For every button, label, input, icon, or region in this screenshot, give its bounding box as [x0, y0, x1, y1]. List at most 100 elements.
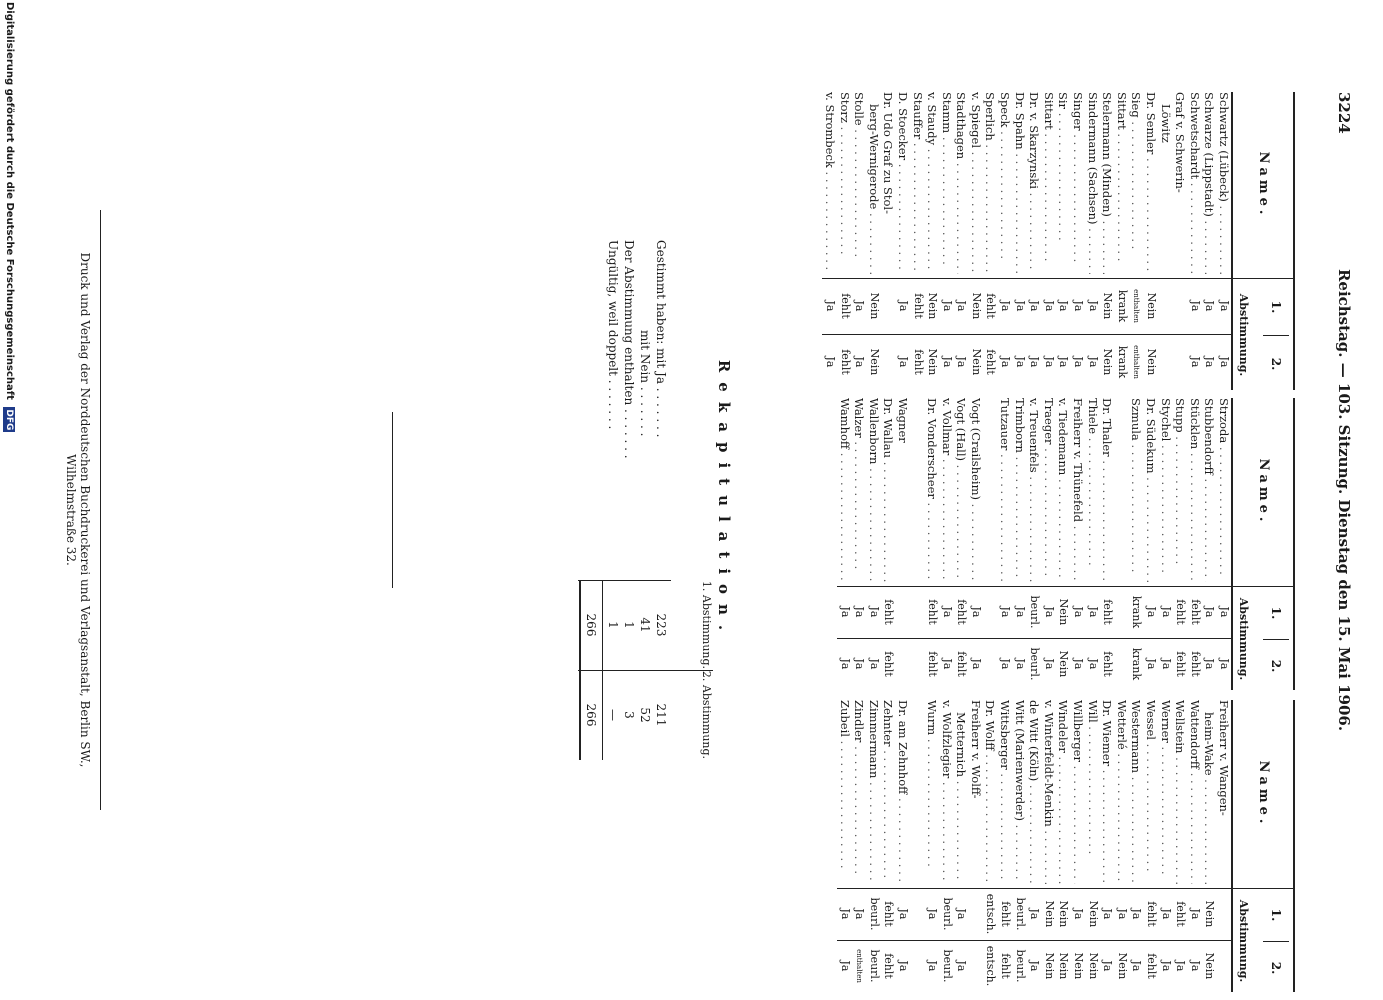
vote-1: Ja [1042, 300, 1056, 312]
vote-2: Nein [1115, 952, 1129, 980]
member-name: Wurm . . . . . . . . . . . . . . . . . . [925, 700, 940, 867]
member-name: Dr. Thaler . . . . . . . . . . . . . . .… [1100, 398, 1115, 582]
vote-1: Ja [1203, 300, 1217, 312]
vote-1: Nein [1057, 598, 1071, 626]
vote-2: fehlt [1101, 651, 1115, 677]
recap-label: mit Nein . . . . . . . [638, 330, 652, 437]
vote-2: Ja [1188, 356, 1202, 368]
vote1-header: 1. [1269, 908, 1283, 922]
recap-total-2: 266 [584, 703, 598, 727]
vote-2: Ja [838, 960, 852, 972]
vote-2: Ja [1130, 960, 1144, 972]
vote-2: Nein [1057, 952, 1071, 980]
vote-row: Szmula . . . . . . . . . . . . . . . . .… [1129, 398, 1144, 690]
vote-1: Ja [1086, 606, 1100, 618]
vote-1: Ja [1218, 300, 1231, 312]
vote-2: Ja [1145, 658, 1159, 670]
member-name: v. Staudy . . . . . . . . . . . . . . . … [925, 92, 940, 274]
vote-1: krank [1130, 595, 1144, 629]
member-name: Stelermann (Minden) . . . . . . . . . . … [1100, 92, 1115, 274]
vote2-header: 2. [1263, 335, 1289, 392]
member-name: Tutzauer . . . . . . . . . . . . . . . .… [998, 398, 1013, 582]
vote-label: Abstimmung. [1237, 293, 1250, 377]
vote-row: Walzer . . . . . . . . . . . . . . . . .… [852, 398, 866, 690]
vote2-header: 2. [1263, 941, 1289, 994]
page-title: Reichstag. — 103. Sitzung. Dienstag den … [1335, 268, 1353, 732]
vote-2: Ja [999, 658, 1013, 670]
vote-1: Ja [867, 606, 881, 618]
vote-2: Ja [1013, 356, 1027, 368]
vote-2: Ja [1072, 356, 1086, 368]
vote-2: Nein [1145, 348, 1159, 376]
member-name: v. Tiedemann . . . . . . . . . . . . . .… [1056, 398, 1071, 582]
vote-row: Dr. am Zehnhoff . . . . . . . . . . . . … [895, 700, 910, 992]
vote-header: 1. 2. Abstimmung. [1233, 888, 1293, 994]
vote-1: Ja [838, 908, 852, 920]
vote-row: Wallenborn . . . . . . . . . . . . . . .… [866, 398, 881, 690]
recap-label: Gestimmt haben: mit Ja . . . . . . . [654, 240, 668, 438]
vote-row: Sperlich . . . . . . . . . . . . . . . .… [983, 92, 998, 390]
vote-row: Metternich . . . . . . . . . . . . . . .… [954, 700, 969, 992]
member-name: Dr. Spahn . . . . . . . . . . . . . . . … [1012, 92, 1027, 274]
vote-row: Zindler . . . . . . . . . . . . . . . . … [852, 700, 867, 992]
vote-row: Zimmermann . . . . . . . . . . . . . . .… [866, 700, 881, 992]
vote-1: Ja [1013, 606, 1027, 618]
vote-row: Dr. Vonderscheer . . . . . . . . . . . .… [925, 398, 940, 690]
vote-1: beurl. [1028, 595, 1042, 629]
vote-1: Ja [853, 300, 867, 312]
member-name: Löwitz [1158, 104, 1173, 143]
member-name: Windeler . . . . . . . . . . . . . . . .… [1056, 700, 1071, 884]
recap-total-1: 266 [584, 613, 598, 637]
member-name: Traeger . . . . . . . . . . . . . . . . … [1041, 398, 1056, 577]
vote-2: Ja [1188, 960, 1202, 972]
vote-1: Ja [999, 300, 1013, 312]
vote-2: Ja [1057, 356, 1071, 368]
vote-header: 1.2.Abstimmung. [1233, 278, 1293, 392]
vote-1: Ja [853, 908, 867, 920]
vote-1: Ja [1101, 908, 1115, 920]
vote-row: Stychel . . . . . . . . . . . . . . . . … [1158, 398, 1173, 690]
vote-label: Abstimmung. [1237, 899, 1250, 983]
member-name: v. Spiegel . . . . . . . . . . . . . . .… [968, 92, 983, 274]
vote-1: Ja [1145, 606, 1159, 618]
vote-1: Ja [1013, 300, 1027, 312]
vote-1: entsch. [984, 893, 998, 935]
member-name: Wagner [895, 398, 910, 443]
vote-row: Stadthagen . . . . . . . . . . . . . . .… [954, 92, 969, 390]
vote-1: Ja [1203, 606, 1217, 618]
recap-label: Ungültig, weil doppelt . . . . . . . [606, 240, 620, 430]
vote-1: Ja [896, 300, 910, 312]
recap-value-2: 211 [654, 703, 668, 727]
vote-row: de Witt (Köln) . . . . . . . . . . . . .… [1027, 700, 1041, 992]
vote-1: Ja [1188, 908, 1202, 920]
member-name: Vogt (Crailsheim) . . . . . . . . . . . … [968, 398, 983, 582]
member-name: Wamhoff . . . . . . . . . . . . . . . . … [837, 398, 852, 581]
vote-1: Ja [955, 300, 969, 312]
vote-2: Ja [1159, 658, 1173, 670]
vote-1: Ja [1072, 908, 1086, 920]
vote-row: Wittsberger . . . . . . . . . . . . . . … [998, 700, 1012, 992]
vote-2: fehlt [926, 651, 940, 677]
recap-value-1: 223 [654, 613, 668, 637]
vote-2: Ja [1042, 356, 1056, 368]
vote-row: Stubbendorff . . . . . . . . . . . . . .… [1202, 398, 1217, 690]
vote-2: Ja [1086, 658, 1100, 670]
vote-row: Graf v. Schwerin- [1173, 92, 1187, 390]
vote-row: Vogt (Hall) . . . . . . . . . . . . . . … [954, 398, 968, 690]
vote-row: Dr. Wolff . . . . . . . . . . . . . . . … [983, 700, 998, 992]
vote-row: Stupp . . . . . . . . . . . . . . . . . … [1173, 398, 1187, 690]
separator-rule [392, 412, 393, 588]
member-name: Metternich . . . . . . . . . . . . . . .… [954, 712, 969, 884]
vote-1: fehlt [984, 293, 998, 319]
dfg-logo: DFG [3, 407, 15, 433]
member-name: Dr. v. Skarzynski . . . . . . . . . . . … [1027, 92, 1042, 274]
vote-row: Traeger . . . . . . . . . . . . . . . . … [1041, 398, 1056, 690]
vote-1: enthalten [1132, 289, 1141, 323]
member-name: v. Vollmar . . . . . . . . . . . . . . .… [939, 398, 954, 582]
member-name: Wellstein . . . . . . . . . . . . . . . … [1173, 700, 1188, 884]
vote-2: beurl. [1013, 949, 1027, 983]
vote-1: Ja [1115, 908, 1129, 920]
vote-2: Nein [969, 348, 983, 376]
recap-value-2: 52 [638, 707, 652, 723]
